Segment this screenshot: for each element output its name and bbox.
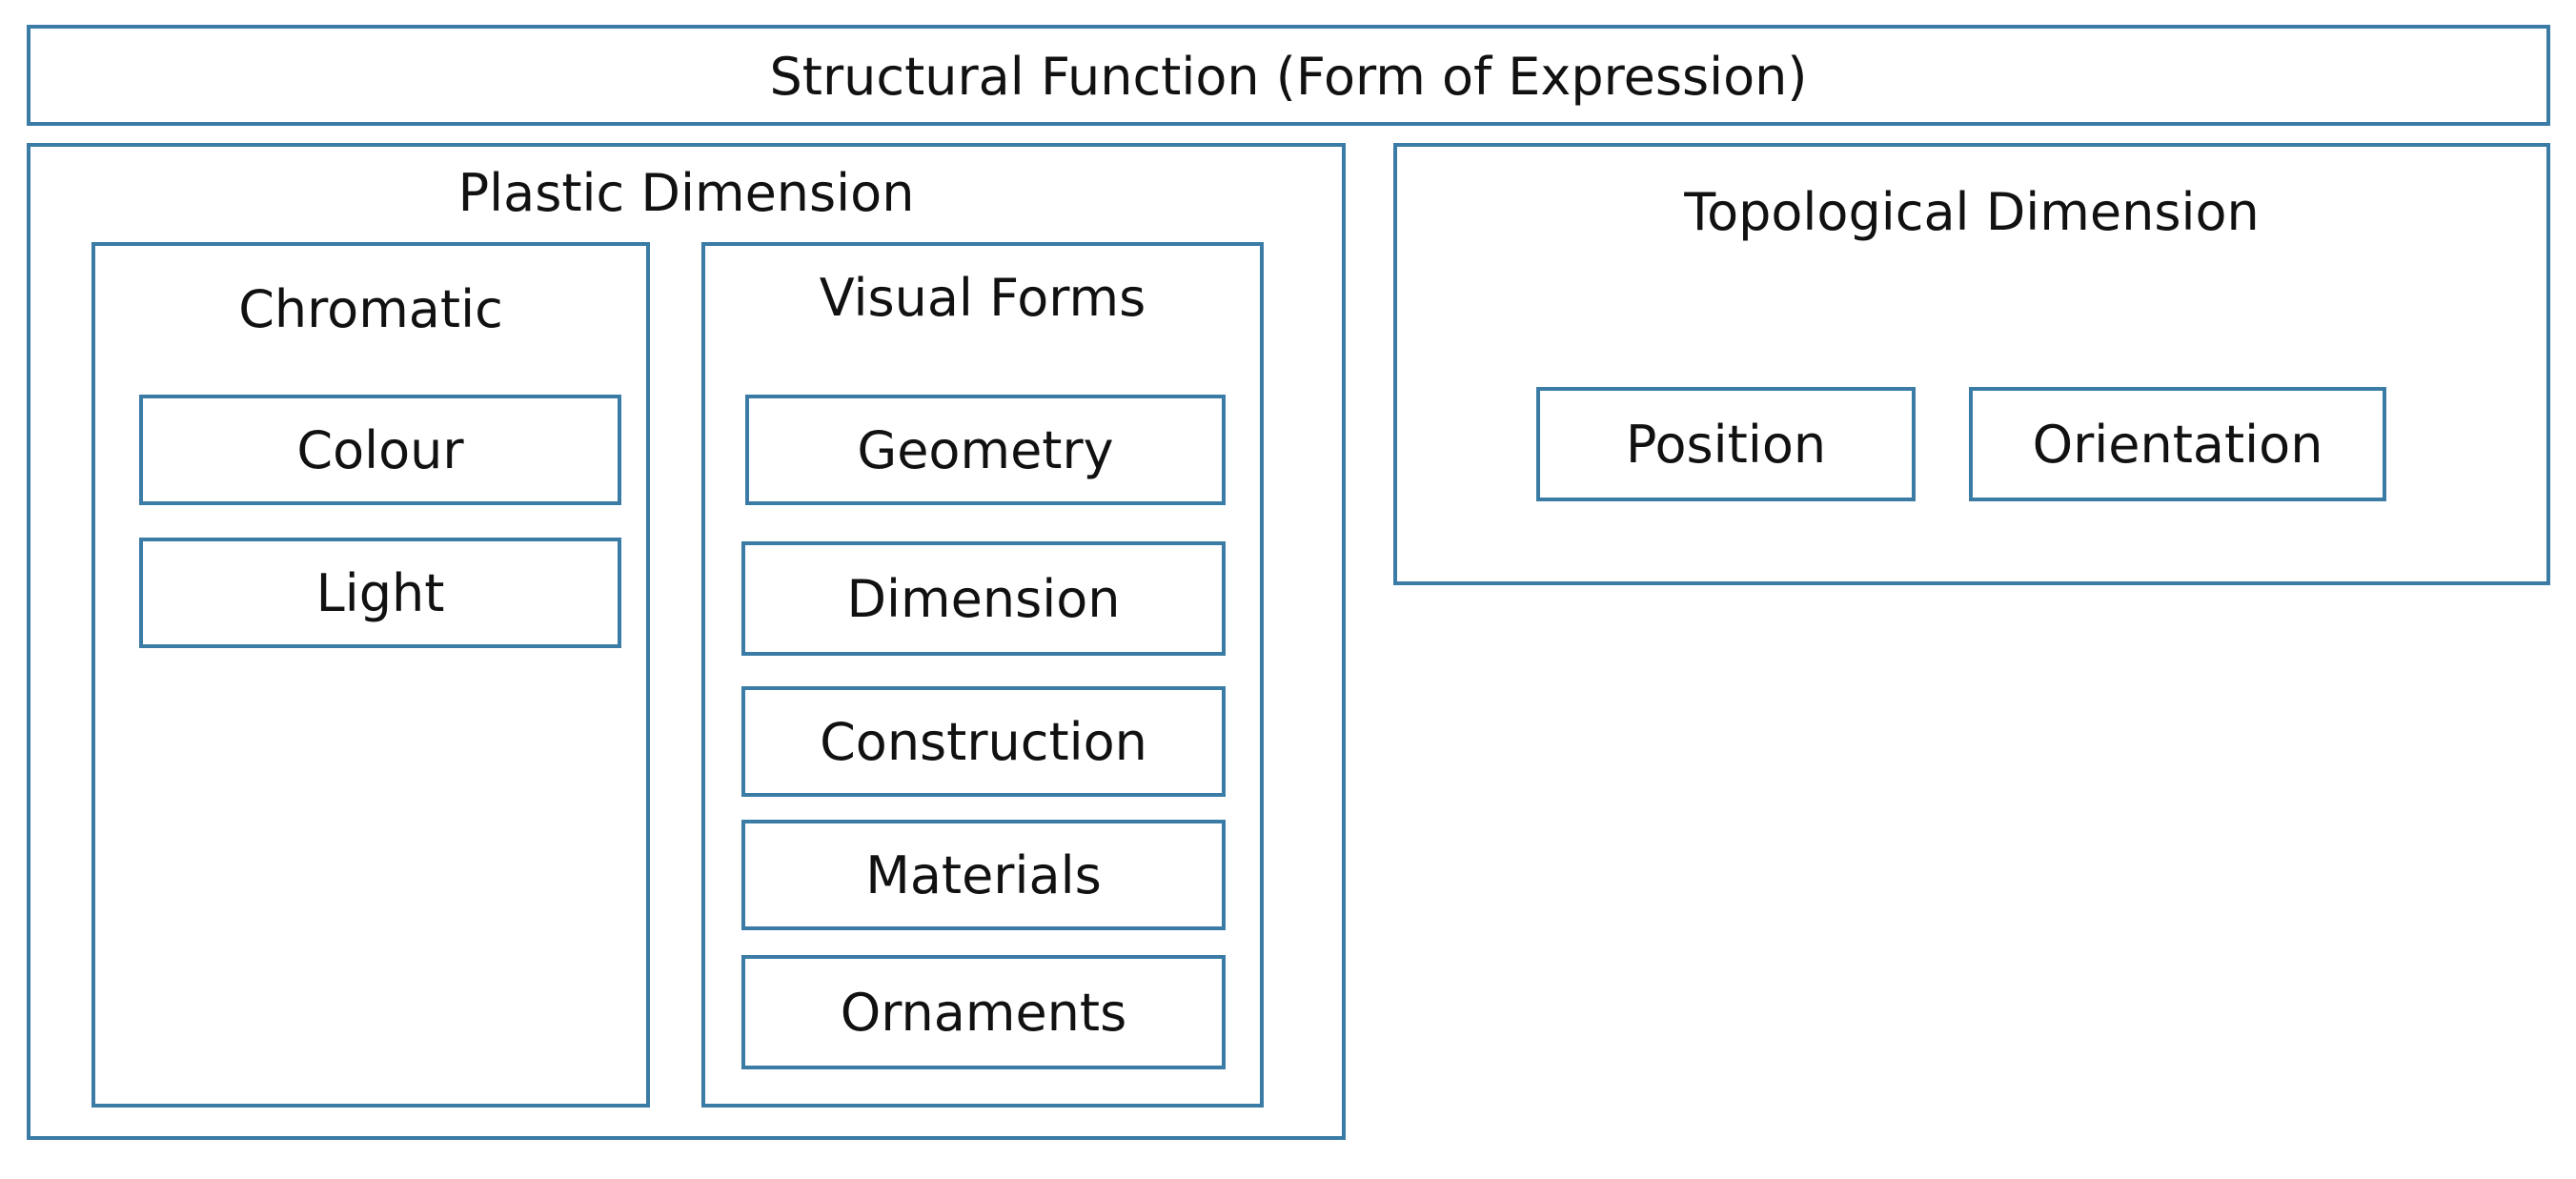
structural-function-label: Structural Function (Form of Expression) — [769, 47, 1808, 107]
construction-node: Construction — [741, 686, 1226, 797]
orientation-node: Orientation — [1969, 387, 2386, 501]
topological-dimension-label: Topological Dimension — [1684, 182, 2260, 242]
materials-node: Materials — [741, 820, 1226, 930]
light-node: Light — [139, 538, 621, 648]
topological-dimension-box: Topological Dimension — [1393, 143, 2550, 585]
chromatic-label: Chromatic — [238, 279, 503, 339]
dimension-node: Dimension — [741, 541, 1226, 656]
geometry-node: Geometry — [745, 395, 1226, 505]
ornaments-node: Ornaments — [741, 955, 1226, 1069]
structural-function-box: Structural Function (Form of Expression) — [27, 25, 2550, 126]
visual-forms-label: Visual Forms — [819, 268, 1146, 328]
position-node: Position — [1536, 387, 1916, 501]
plastic-dimension-label: Plastic Dimension — [457, 163, 915, 223]
chromatic-box: Chromatic — [91, 242, 650, 1108]
colour-node: Colour — [139, 395, 621, 505]
